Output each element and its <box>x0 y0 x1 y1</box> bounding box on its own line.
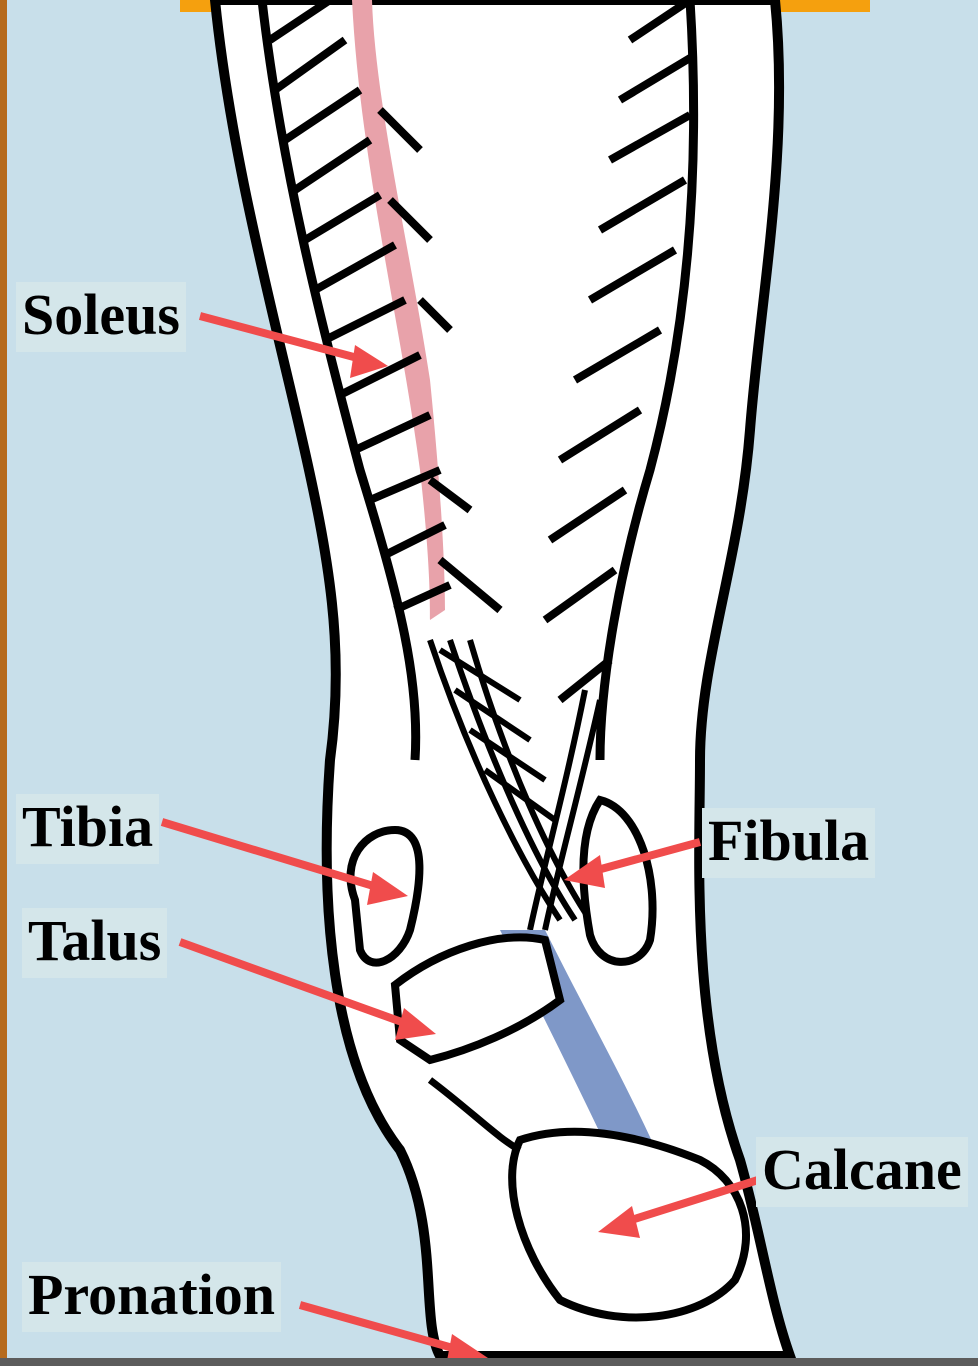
label-pronation: Pronation <box>22 1262 281 1332</box>
slide-bottom-border <box>0 1358 978 1366</box>
label-soleus: Soleus <box>16 282 186 352</box>
label-fibula: Fibula <box>702 808 875 878</box>
label-talus: Talus <box>22 908 167 978</box>
leg-outline <box>215 0 790 1356</box>
label-calcaneus: Calcane <box>756 1137 968 1207</box>
label-tibia: Tibia <box>16 794 159 864</box>
